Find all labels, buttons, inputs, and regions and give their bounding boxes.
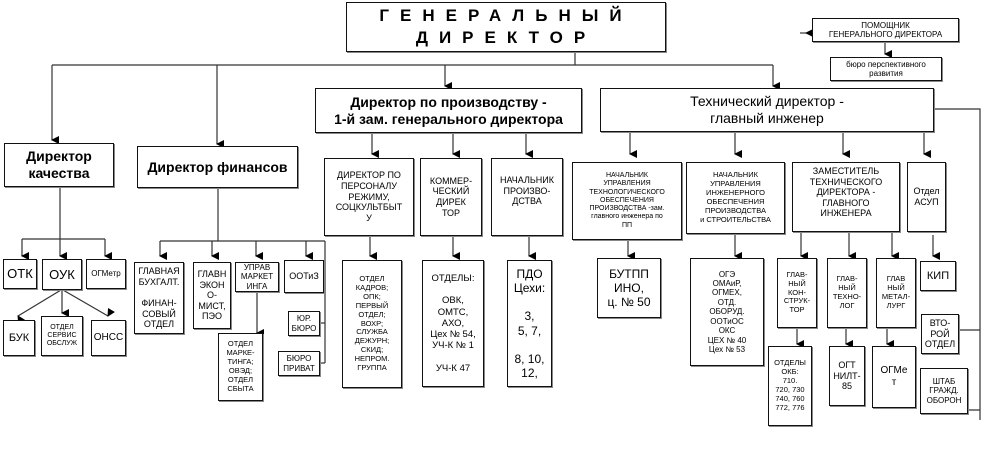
legal-bureau-box[interactable]: ЮР. БЮРО — [288, 311, 320, 336]
otk-box[interactable]: ОТК — [3, 259, 37, 289]
ogt-box[interactable]: ОГТ НИЛТ- 85 — [829, 346, 865, 406]
ootiz-box[interactable]: ООТиЗ — [284, 260, 324, 293]
butpp-box[interactable]: БУТПП ИНО, ц. № 50 — [597, 258, 661, 318]
service-dept-label: ОТДЕЛ СЕРВИС ОБСЛУЖ — [46, 323, 78, 348]
personnel-director-box[interactable]: ДИРЕКТОР ПО ПЕРСОНАЛУ РЕЖИМУ, СОЦКУЛЬТБЫ… — [324, 158, 414, 236]
production-director-label: Директор по производству - 1-й зам. гене… — [334, 93, 563, 127]
finance-director-label: Директор финансов — [147, 158, 288, 175]
tech-support-head-label: НАЧАЛЬНИК УПРАВЛЕНИЯ ТЕХНОЛОГИЧЕСКОГО ОБ… — [589, 172, 665, 229]
asup-label: Отдел АСУП — [913, 186, 940, 207]
accounting-label: ГЛАВНАЯ БУХГАЛТ. ФИНАН- СОВЫЙ ОТДЕЛ — [138, 266, 180, 330]
assistant-label: ПОМОЩНИК ГЕНЕРАЛЬНОГО ДИРЕКТОРА — [828, 20, 943, 39]
kip-box[interactable]: КИП — [920, 261, 956, 291]
chief-designer-label: ГЛАВ- НЫЙ КОН- СТРУК- ТОР — [783, 269, 811, 315]
quality-director-label: Директор качества — [26, 148, 92, 181]
bureau-dev-box[interactable]: бюро перспективного развития — [830, 57, 942, 81]
okb-depts-label: ОТДЕЛЫ ОКБ: 710. 720, 730 740, 760 772, … — [774, 358, 806, 412]
production-shops-label: ПДО Цехи: 3, 5, 7, 8, 10, 12, — [513, 266, 546, 380]
commercial-depts-label: ОТДЕЛЫ: ОВК, ОМТС, АХО, Цех № 54, УЧ-К №… — [430, 273, 476, 374]
tech-support-head-box[interactable]: НАЧАЛЬНИК УПРАВЛЕНИЯ ТЕХНОЛОГИЧЕСКОГО ОБ… — [572, 162, 682, 240]
asup-box[interactable]: Отдел АСУП — [907, 162, 946, 232]
production-head-box[interactable]: НАЧАЛЬНИК ПРОИЗВО- ДСТВА — [491, 158, 563, 236]
ogmetr-box[interactable]: ОГМетр — [86, 259, 126, 289]
ogmet-label: ОГМе т — [880, 365, 908, 388]
onss-box[interactable]: ОНСС — [91, 320, 126, 356]
chief-metallurgist-label: ГЛАВ НЫЙ МЕТАЛ- ЛУРГ — [881, 274, 911, 310]
civil-defense-box[interactable]: ШТАБ ГРАЖД. ОБОРОН — [920, 368, 968, 414]
marketing-mgmt-box[interactable]: УПРАВ МАРКЕТ ИНГА — [235, 262, 279, 292]
commercial-director-box[interactable]: КОММЕР- ЧЕСКИЙ ДИРЕК ТОР — [420, 158, 482, 236]
ouk-label: ОУК — [49, 266, 75, 282]
production-director-box[interactable]: Директор по производству - 1-й зам. гене… — [315, 88, 582, 133]
chief-metallurgist-box[interactable]: ГЛАВ НЫЙ МЕТАЛ- ЛУРГ — [876, 258, 916, 328]
finance-director-box[interactable]: Директор финансов — [137, 146, 298, 188]
technical-director-label: Технический директор - главный инженер — [690, 93, 844, 126]
commercial-director-label: КОММЕР- ЧЕСКИЙ ДИРЕК ТОР — [429, 175, 473, 218]
economist-label: ГЛАВН ЭКОН О- МИСТ, ПЭО — [197, 268, 227, 322]
accounting-box[interactable]: ГЛАВНАЯ БУХГАЛТ. ФИНАН- СОВЫЙ ОТДЕЛ — [134, 262, 184, 334]
technical-director-box[interactable]: Технический директор - главный инженер — [600, 88, 934, 132]
civil-defense-label: ШТАБ ГРАЖД. ОБОРОН — [926, 376, 962, 405]
buk-box[interactable]: БУК — [3, 320, 35, 356]
second-dept-label: ВТО- РОЙ ОТДЕЛ — [924, 318, 956, 350]
ceo-box[interactable]: ГЕНЕРАЛЬНЫЙ ДИРЕКТОР — [346, 2, 666, 52]
ogmetr-label: ОГМетр — [91, 269, 121, 279]
deputy-chief-engineer-label: ЗАМЕСТИТЕЛЬ ТЕХНИЧЕСКОГО ДИРЕКТОРА - ГЛА… — [809, 166, 883, 219]
marketing-dept-label: ОТДЕЛ МАРКЕ- ТИНГА; ОВЭД; ОТДЕЛ СБЫТА — [226, 339, 255, 393]
chief-designer-box[interactable]: ГЛАВ- НЫЙ КОН- СТРУК- ТОР — [777, 258, 817, 328]
ceo-title-line2: ДИРЕКТОР — [415, 28, 597, 47]
privat-bureau-label: БЮРО ПРИВАТ — [283, 354, 315, 373]
production-shops-box[interactable]: ПДО Цехи: 3, 5, 7, 8, 10, 12, — [507, 260, 552, 387]
personnel-director-label: ДИРЕКТОР ПО ПЕРСОНАЛУ РЕЖИМУ, СОЦКУЛЬТБЫ… — [335, 170, 403, 223]
production-head-label: НАЧАЛЬНИК ПРОИЗВО- ДСТВА — [499, 175, 555, 207]
deputy-chief-engineer-box[interactable]: ЗАМЕСТИТЕЛЬ ТЕХНИЧЕСКОГО ДИРЕКТОРА - ГЛА… — [792, 162, 900, 232]
personnel-depts-label: ОТДЕЛ КАДРОВ; ОПК; ПЕРВЫЙ ОТДЕЛ; ВОХР; С… — [354, 274, 390, 372]
onss-label: ОНСС — [93, 332, 124, 344]
marketing-mgmt-label: УПРАВ МАРКЕТ ИНГА — [240, 262, 274, 291]
ceo-title-line1: ГЕНЕРАЛЬНЫЙ — [379, 6, 633, 25]
eng-depts-box[interactable]: ОГЭ ОМАиР, ОГМЕХ, ОТД. ОБОРУД. ООТиОС ОК… — [690, 258, 764, 366]
eng-depts-label: ОГЭ ОМАиР, ОГМЕХ, ОТД. ОБОРУД. ООТиОС ОК… — [707, 269, 747, 355]
otk-label: ОТК — [7, 266, 33, 282]
okb-depts-box[interactable]: ОТДЕЛЫ ОКБ: 710. 720, 730 740, 760 772, … — [768, 346, 812, 426]
marketing-dept-box[interactable]: ОТДЕЛ МАРКЕ- ТИНГА; ОВЭД; ОТДЕЛ СБЫТА — [218, 333, 263, 401]
eng-support-head-box[interactable]: НАЧАЛЬНИК УПРАВЛЕНИЯ ИНЖЕНЕРНОГО ОБЕСПЕЧ… — [686, 162, 785, 234]
chief-technologist-box[interactable]: ГЛАВ- НЫЙ ТЕХНО- ЛОГ — [827, 258, 867, 328]
bureau-dev-label: бюро перспективного развития — [846, 59, 926, 78]
chief-technologist-label: ГЛАВ- НЫЙ ТЕХНО- ЛОГ — [832, 274, 862, 310]
legal-bureau-label: ЮР. БЮРО — [291, 314, 317, 333]
commercial-depts-box[interactable]: ОТДЕЛЫ: ОВК, ОМТС, АХО, Цех № 54, УЧ-К №… — [422, 260, 484, 387]
economist-box[interactable]: ГЛАВН ЭКОН О- МИСТ, ПЭО — [193, 262, 231, 329]
assistant-box[interactable]: ПОМОЩНИК ГЕНЕРАЛЬНОГО ДИРЕКТОРА — [812, 18, 959, 42]
quality-director-box[interactable]: Директор качества — [4, 143, 114, 187]
personnel-depts-box[interactable]: ОТДЕЛ КАДРОВ; ОПК; ПЕРВЫЙ ОТДЕЛ; ВОХР; С… — [342, 260, 402, 388]
ootiz-label: ООТиЗ — [289, 271, 319, 282]
service-dept-box[interactable]: ОТДЕЛ СЕРВИС ОБСЛУЖ — [41, 316, 83, 356]
butpp-label: БУТПП ИНО, ц. № 50 — [607, 266, 651, 310]
kip-label: КИП — [926, 269, 950, 282]
buk-label: БУК — [8, 331, 30, 344]
ouk-box[interactable]: ОУК — [42, 259, 82, 290]
ogmet-box[interactable]: ОГМе т — [872, 346, 916, 408]
eng-support-head-label: НАЧАЛЬНИК УПРАВЛЕНИЯ ИНЖЕНЕРНОГО ОБЕСПЕЧ… — [700, 170, 771, 224]
second-dept-box[interactable]: ВТО- РОЙ ОТДЕЛ — [921, 314, 959, 354]
ogt-label: ОГТ НИЛТ- 85 — [833, 360, 861, 392]
privat-bureau-box[interactable]: БЮРО ПРИВАТ — [278, 351, 320, 376]
